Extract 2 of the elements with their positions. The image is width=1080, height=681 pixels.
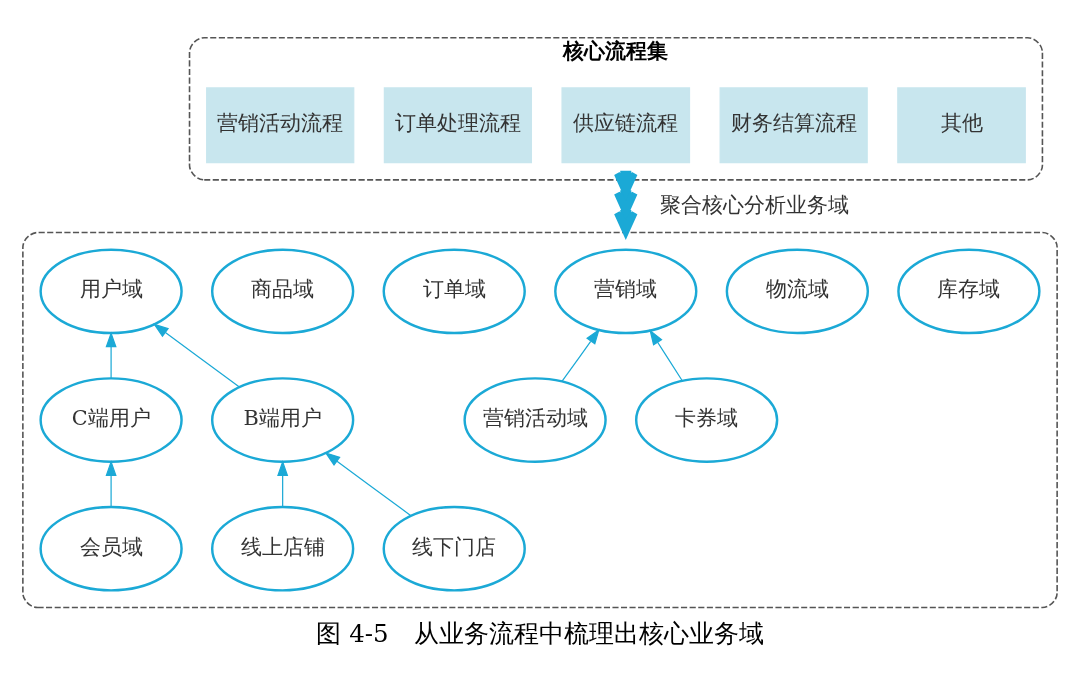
caption: 图 4-5 从业务流程中梳理出核心业务域 [316, 618, 764, 648]
edge-label: 聚合核心分析业务域 [660, 192, 850, 217]
